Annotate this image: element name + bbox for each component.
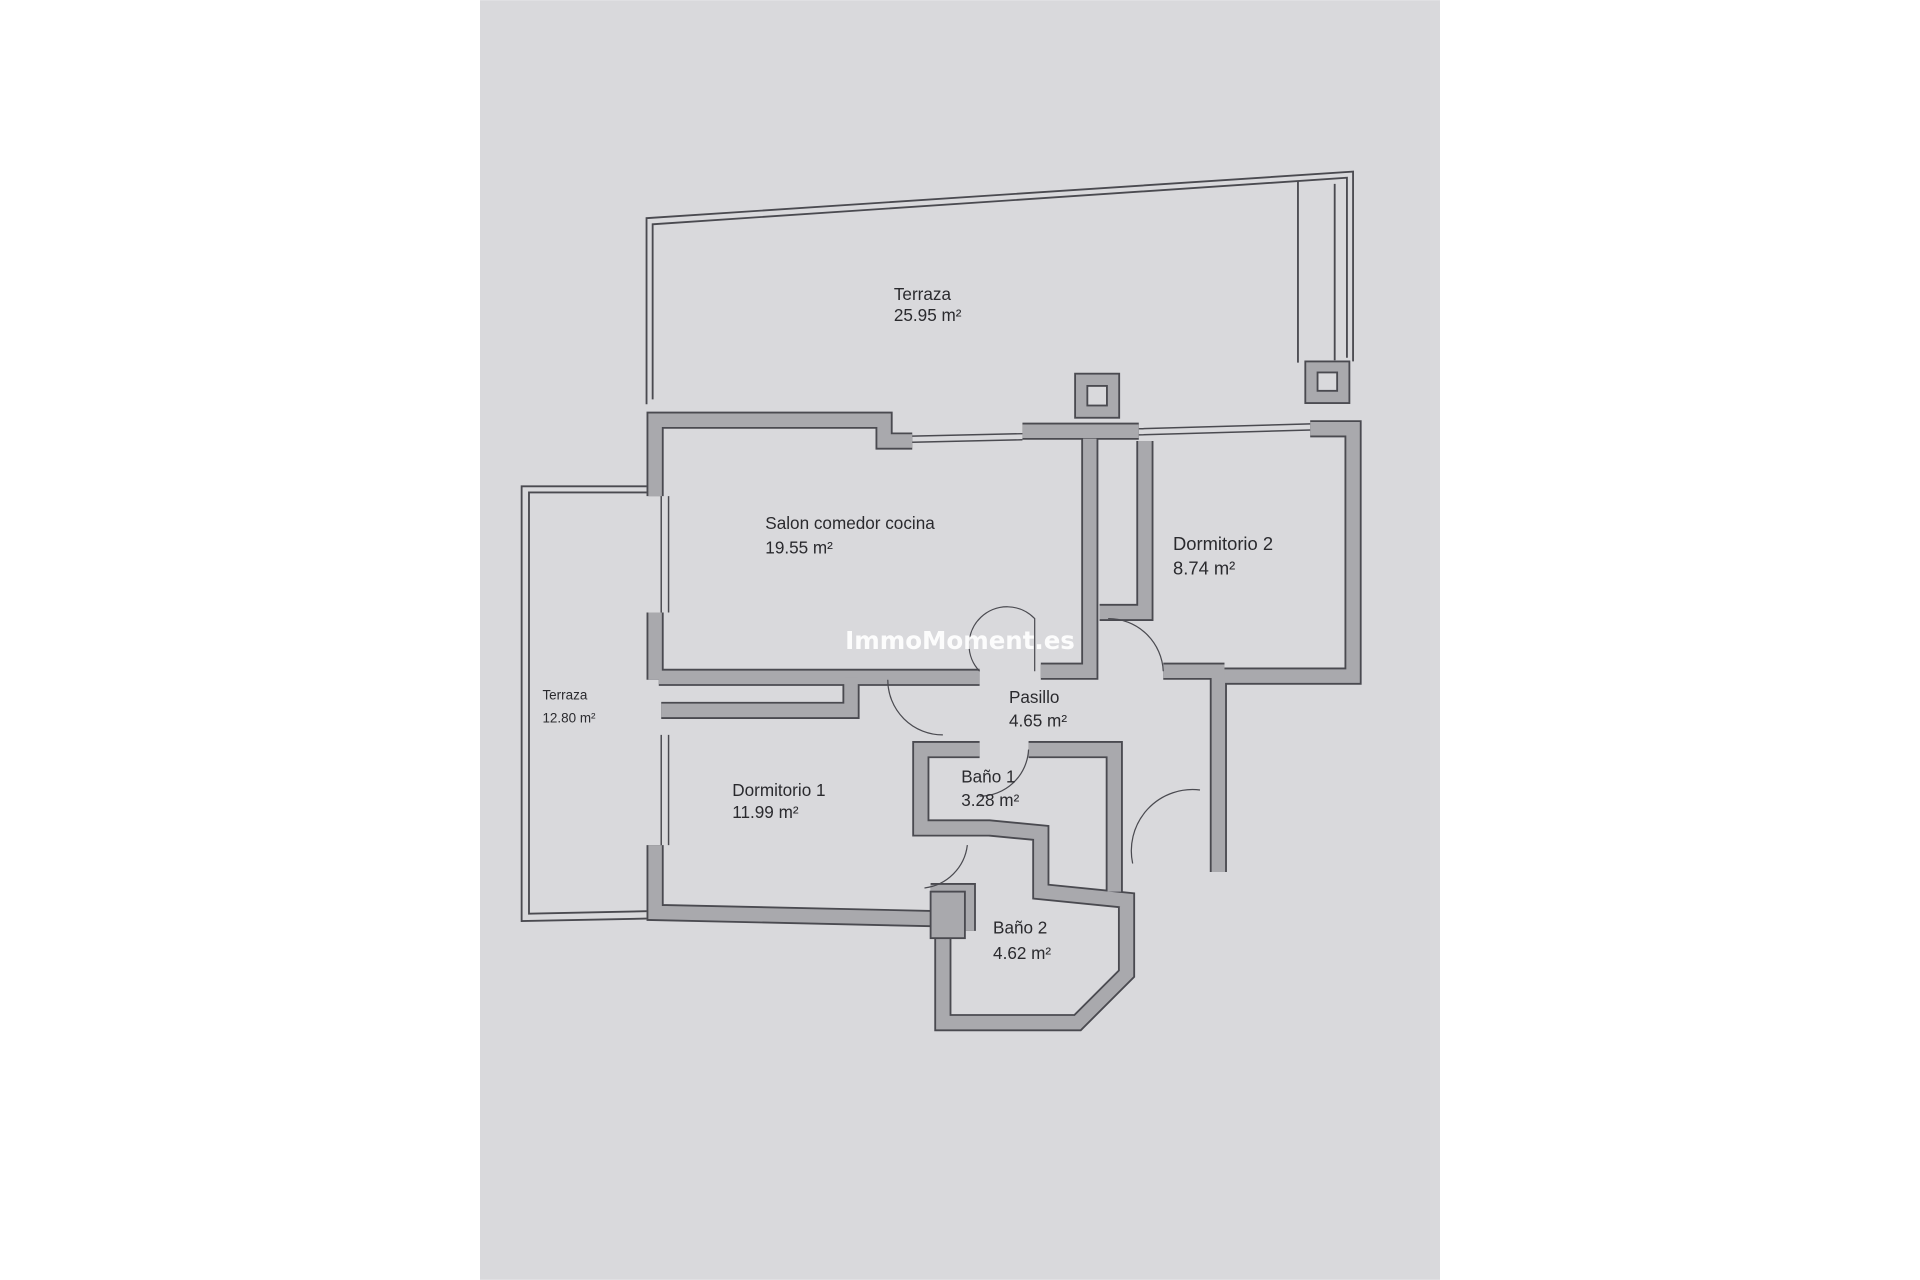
walls: [646, 411, 1362, 1032]
terrace-left-outline: [520, 485, 647, 922]
room-area-terraza-top: 25.95 m²: [894, 305, 962, 325]
room-name-terraza-top: Terraza: [894, 284, 952, 304]
paper-sheet: [480, 0, 1440, 1280]
room-name-dormitorio-2: Dormitorio 2: [1173, 533, 1273, 554]
room-name-terraza-left: Terraza: [542, 687, 587, 702]
windows: [660, 423, 1311, 846]
room-area-bano-1: 3.28 m²: [961, 790, 1019, 810]
room-area-bano-2: 4.62 m²: [993, 943, 1051, 963]
room-name-dormitorio-1: Dormitorio 1: [732, 780, 825, 800]
room-area-dormitorio-1: 11.99 m²: [732, 802, 799, 822]
columns: [929, 360, 1351, 940]
room-area-salon: 19.55 m²: [765, 538, 833, 558]
terrace-top-outline: [645, 170, 1354, 405]
room-name-bano-1: Baño 1: [961, 767, 1015, 787]
room-area-terraza-left: 12.80 m²: [542, 711, 596, 726]
room-area-dormitorio-2: 8.74 m²: [1173, 557, 1235, 578]
room-name-pasillo: Pasillo: [1009, 687, 1059, 707]
room-name-bano-2: Baño 2: [993, 917, 1047, 937]
room-labels: Terraza 25.95 m² Salon comedor cocina 19…: [542, 284, 1273, 963]
watermark: ImmoMoment.es: [845, 626, 1075, 655]
room-area-pasillo: 4.65 m²: [1009, 710, 1067, 730]
room-name-salon: Salon comedor cocina: [765, 513, 935, 533]
doors: [887, 606, 1201, 889]
